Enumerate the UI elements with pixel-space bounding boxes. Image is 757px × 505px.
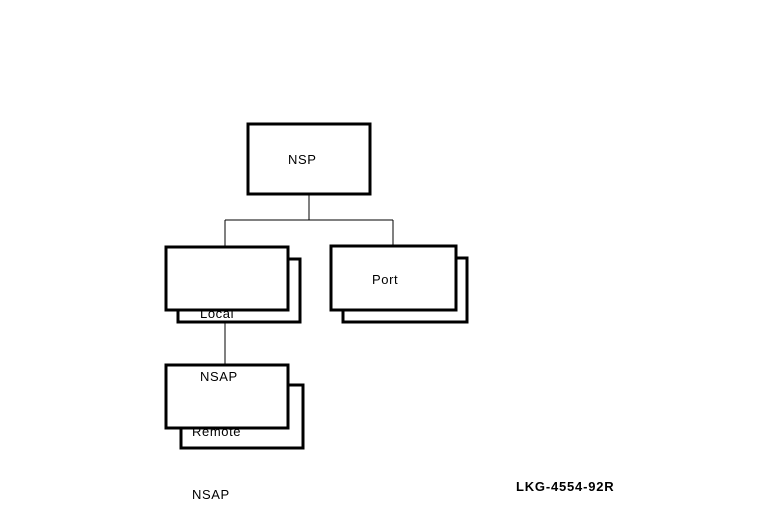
node-port-box[interactable] <box>329 244 458 312</box>
node-remote-nsap-box[interactable] <box>164 363 290 430</box>
node-nsp-box[interactable] <box>246 122 372 196</box>
figure-id-caption: LKG-4554-92R <box>516 479 615 494</box>
node-local-nsap-box[interactable] <box>164 245 290 312</box>
connector-group <box>224 194 394 366</box>
